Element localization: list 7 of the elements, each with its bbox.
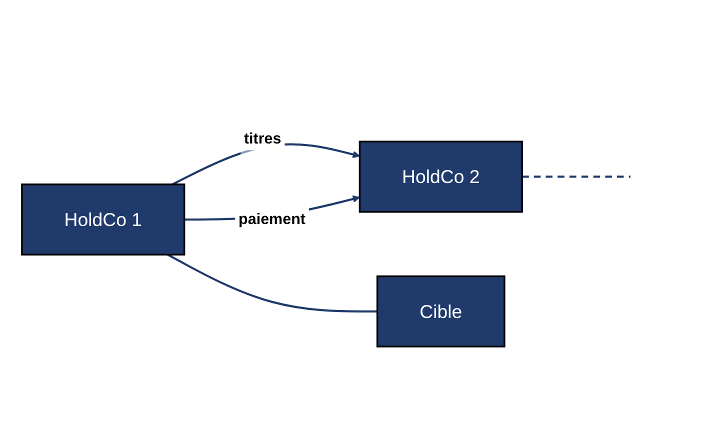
node-box: HoldCo 1 xyxy=(21,184,186,256)
node-box: Cible xyxy=(376,275,506,348)
node-box: HoldCo 2 xyxy=(358,140,523,213)
connector xyxy=(167,254,378,312)
edge-label: paiement xyxy=(238,210,306,228)
connector xyxy=(522,176,631,178)
edge-label: titres xyxy=(244,130,282,147)
